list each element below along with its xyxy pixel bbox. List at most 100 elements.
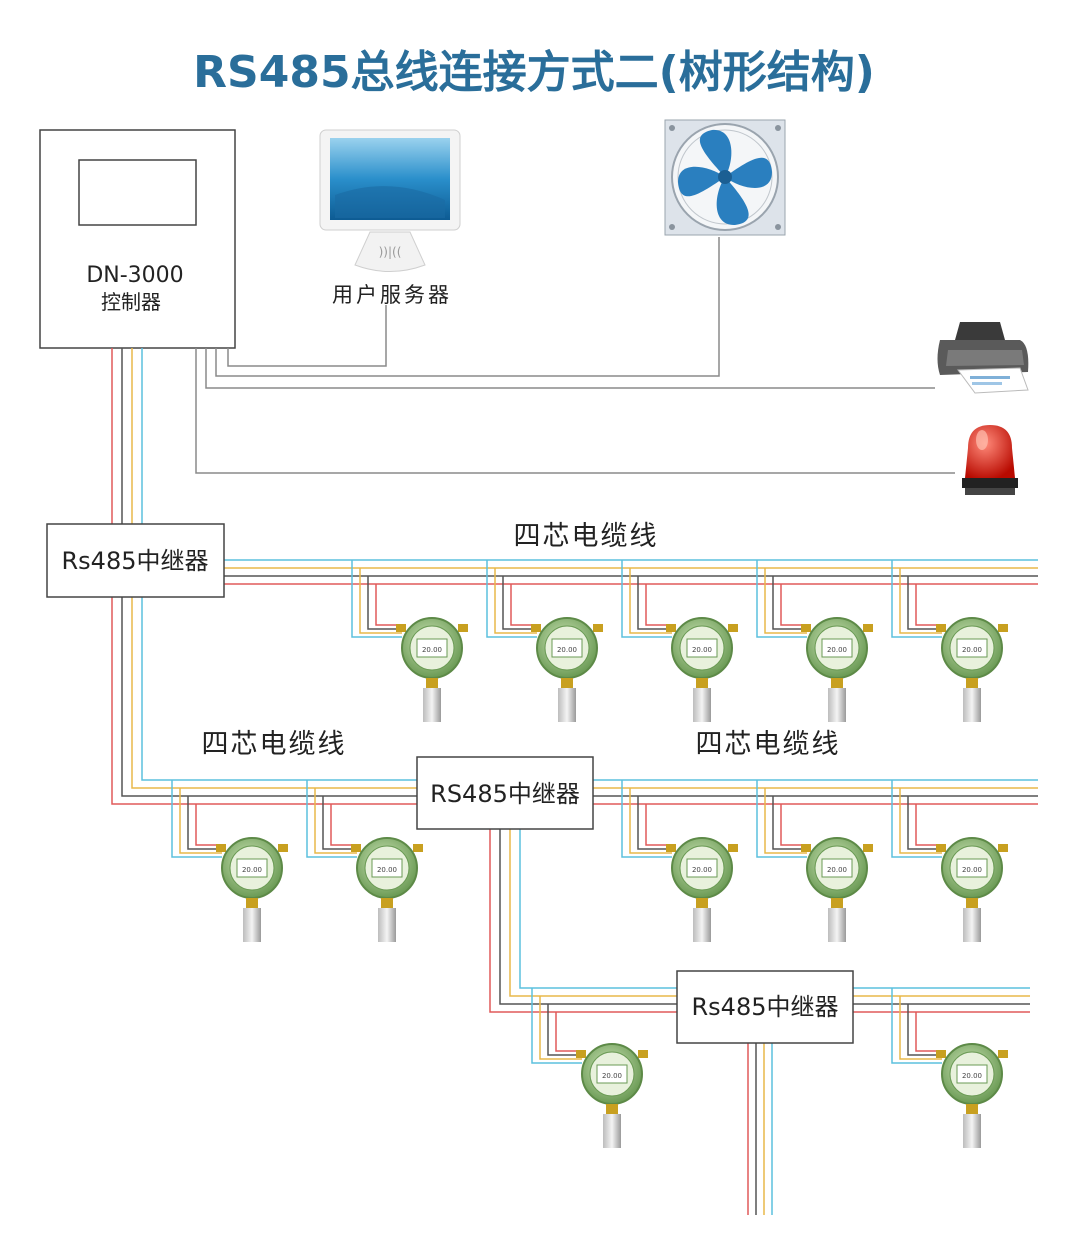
svg-text:20.00: 20.00 <box>557 646 577 654</box>
cable-wire <box>891 780 942 858</box>
svg-text:20.00: 20.00 <box>962 866 982 874</box>
cable-wire <box>621 560 672 638</box>
cable-wire <box>645 584 672 626</box>
cable-wire <box>306 780 357 858</box>
cable-wire <box>141 597 417 781</box>
cable-wire <box>891 988 942 1064</box>
relay-box: Rs485中继器 <box>46 523 225 598</box>
cable-wire <box>502 576 537 630</box>
relay-box: Rs485中继器 <box>676 970 854 1044</box>
cable-label: 四芯电缆线 <box>202 729 347 760</box>
gas-detector-icon: 20.00 <box>666 837 738 942</box>
computer-monitor-icon: ))|(( <box>319 129 461 272</box>
printer-icon <box>937 322 1029 394</box>
cable-wire <box>915 1012 942 1052</box>
cable-wire <box>629 568 672 634</box>
cable-wire <box>899 996 942 1060</box>
controller-screen <box>78 159 197 226</box>
cable-wire <box>499 829 677 1005</box>
cable-wire <box>907 576 942 630</box>
cable-wire <box>519 829 677 989</box>
cable-wire <box>359 568 402 634</box>
svg-text:))|((: ))|(( <box>379 245 402 259</box>
cable-wire <box>899 568 942 634</box>
cable-wire <box>489 829 677 1013</box>
cable-network <box>111 237 1038 1215</box>
cable-wire <box>195 348 955 474</box>
cable-wire <box>486 560 537 638</box>
cable-wire <box>907 796 942 850</box>
detector-group: 20.00 20.00 20.00 20.00 20.00 20.00 20.00 20.00… <box>216 617 1008 1148</box>
cable-wire <box>367 576 402 630</box>
cable-label: 四芯电缆线 <box>514 521 659 552</box>
cable-wire <box>645 804 672 846</box>
svg-text:20.00: 20.00 <box>692 646 712 654</box>
cable-wire <box>756 560 807 638</box>
cable-wire <box>509 829 677 997</box>
gas-detector-icon: 20.00 <box>936 1043 1008 1148</box>
cable-wire <box>195 804 222 846</box>
controller-name: 控制器 <box>101 290 161 314</box>
cable-wire <box>772 576 807 630</box>
cable-wire <box>510 584 537 626</box>
gas-detector-icon: 20.00 <box>801 617 873 722</box>
cable-wire <box>187 796 222 850</box>
cable-wire <box>121 597 417 797</box>
cable-wire <box>494 568 537 634</box>
svg-text:20.00: 20.00 <box>827 866 847 874</box>
svg-text:20.00: 20.00 <box>422 646 442 654</box>
controller-model: DN-3000 <box>86 263 183 288</box>
cable-wire <box>179 788 222 854</box>
exhaust-fan-icon <box>664 119 786 236</box>
svg-text:20.00: 20.00 <box>692 866 712 874</box>
cable-wire <box>780 804 807 846</box>
cable-wire <box>351 560 402 638</box>
cable-wire <box>764 788 807 854</box>
svg-text:20.00: 20.00 <box>242 866 262 874</box>
cable-wire <box>621 780 672 858</box>
cable-wire <box>531 988 582 1064</box>
cable-wire <box>780 584 807 626</box>
cable-wire <box>375 584 402 626</box>
cable-wire <box>915 804 942 846</box>
alarm-light-icon <box>962 425 1018 495</box>
gas-detector-icon: 20.00 <box>396 617 468 722</box>
svg-text:20.00: 20.00 <box>962 646 982 654</box>
cable-wire <box>899 788 942 854</box>
cable-wire <box>915 584 942 626</box>
relay-label: RS485中继器 <box>430 780 580 808</box>
diagram-title: RS485总线连接方式二(树形结构) <box>193 47 875 98</box>
svg-text:20.00: 20.00 <box>962 1072 982 1080</box>
cable-wire <box>756 780 807 858</box>
svg-text:20.00: 20.00 <box>827 646 847 654</box>
cable-wire <box>205 348 935 389</box>
cable-wire <box>629 788 672 854</box>
relay-label: Rs485中继器 <box>692 993 839 1021</box>
cable-wire <box>111 597 417 805</box>
user-server-label: 用户服务器 <box>332 283 452 307</box>
gas-detector-icon: 20.00 <box>666 617 738 722</box>
cable-wire <box>555 1012 582 1052</box>
cable-wire <box>907 1004 942 1056</box>
cable-wire <box>772 796 807 850</box>
cable-wire <box>547 1004 582 1056</box>
cable-wire <box>322 796 357 850</box>
gas-detector-icon: 20.00 <box>351 837 423 942</box>
gas-detector-icon: 20.00 <box>936 617 1008 722</box>
cable-wire <box>764 568 807 634</box>
cable-wire <box>171 780 222 858</box>
gas-detector-icon: 20.00 <box>936 837 1008 942</box>
cable-wire <box>131 597 417 789</box>
gas-detector-icon: 20.00 <box>531 617 603 722</box>
cable-wire <box>539 996 582 1060</box>
svg-text:20.00: 20.00 <box>377 866 397 874</box>
cable-label: 四芯电缆线 <box>696 729 841 760</box>
cable-wire <box>330 804 357 846</box>
cable-wire <box>215 237 720 377</box>
relay-label: Rs485中继器 <box>62 547 209 575</box>
svg-text:20.00: 20.00 <box>602 1072 622 1080</box>
gas-detector-icon: 20.00 <box>576 1043 648 1148</box>
cable-wire <box>314 788 357 854</box>
gas-detector-icon: 20.00 <box>216 837 288 942</box>
